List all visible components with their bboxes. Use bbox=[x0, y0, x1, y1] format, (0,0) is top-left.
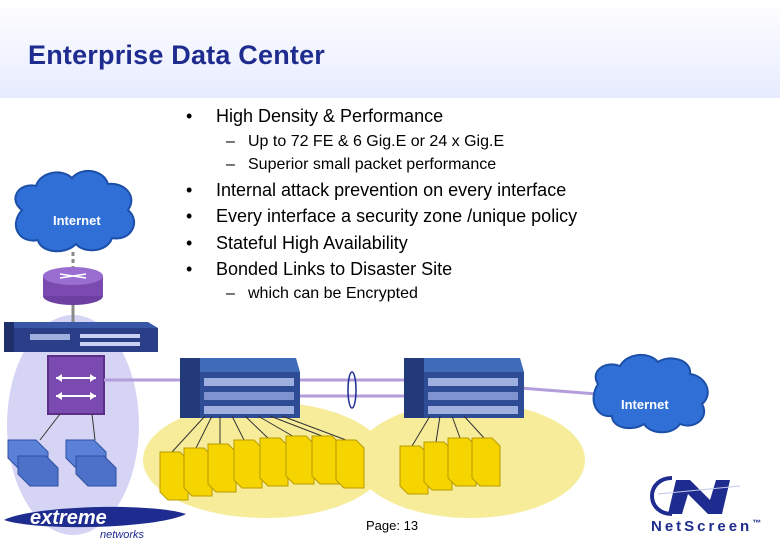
bullet-item: • High Density & Performance bbox=[186, 106, 443, 127]
bullet-item: • Bonded Links to Disaster Site bbox=[186, 259, 452, 280]
netscreen-wordmark-text: NetScreen bbox=[651, 518, 753, 535]
dash-glyph: – bbox=[226, 285, 235, 302]
bullet-text: Bonded Links to Disaster Site bbox=[216, 259, 453, 279]
link bbox=[91, 413, 96, 441]
server-links-right bbox=[411, 415, 485, 447]
dash-glyph: – bbox=[226, 156, 235, 173]
server-rack-right-icon bbox=[399, 437, 501, 495]
bullet-text: Every interface a security zone /unique … bbox=[216, 206, 578, 226]
bullet-glyph: • bbox=[186, 233, 193, 253]
firewall-appliance-left-icon bbox=[4, 322, 158, 352]
cloud-right-label: Internet bbox=[621, 397, 669, 412]
slide-title: Enterprise Data Center bbox=[28, 40, 325, 70]
dash-glyph: – bbox=[226, 133, 235, 150]
trademark-symbol: ™ bbox=[752, 518, 765, 528]
bullet-glyph: • bbox=[186, 180, 193, 200]
router-icon bbox=[43, 267, 103, 305]
sub-bullet-text: Up to 72 FE & 6 Gig.E or 24 x Gig.E bbox=[248, 133, 505, 150]
internet-cloud-left-icon: Internet bbox=[14, 169, 135, 253]
extreme-logo-subtext: networks bbox=[100, 529, 145, 540]
bullet-text: Stateful High Availability bbox=[216, 233, 408, 253]
bullet-text: High Density & Performance bbox=[216, 106, 444, 126]
firewall-chassis-1-icon bbox=[180, 358, 300, 418]
header-band bbox=[0, 0, 780, 98]
bullet-item: • Stateful High Availability bbox=[186, 233, 408, 254]
server-links-left bbox=[171, 415, 347, 453]
link bbox=[39, 413, 61, 441]
extreme-networks-logo-icon: extreme networks bbox=[4, 506, 186, 540]
sub-bullet-text: Superior small packet performance bbox=[248, 156, 497, 173]
sub-bullet-item: –Up to 72 FE & 6 Gig.E or 24 x Gig.E bbox=[226, 133, 504, 151]
server-stack-left-icon bbox=[7, 439, 117, 487]
sub-bullet-item: –Superior small packet performance bbox=[226, 156, 496, 174]
bullet-item: • Every interface a security zone /unique… bbox=[186, 206, 577, 227]
switch-box-icon bbox=[47, 355, 105, 415]
sub-bullet-text: which can be Encrypted bbox=[248, 285, 418, 302]
cloud-left-label: Internet bbox=[53, 213, 101, 228]
firewall-chassis-2-icon bbox=[404, 358, 524, 418]
netscreen-wordmark: NetScreen™ bbox=[651, 518, 764, 535]
server-rack-left-icon bbox=[159, 435, 365, 501]
bullet-glyph: • bbox=[186, 259, 193, 279]
netscreen-logo-icon bbox=[649, 476, 741, 516]
internet-cloud-right-icon: Internet bbox=[592, 354, 709, 434]
extreme-logo-text: extreme bbox=[30, 507, 107, 529]
sub-bullet-item: –which can be Encrypted bbox=[226, 285, 418, 303]
page-number: Page: 13 bbox=[366, 518, 419, 533]
bullet-text: Internal attack prevention on every inte… bbox=[216, 180, 567, 200]
bullet-item: • Internal attack prevention on every int… bbox=[186, 180, 566, 201]
bullet-glyph: • bbox=[186, 206, 193, 226]
bullet-glyph: • bbox=[186, 106, 193, 126]
encryption-oval-icon bbox=[347, 371, 357, 409]
